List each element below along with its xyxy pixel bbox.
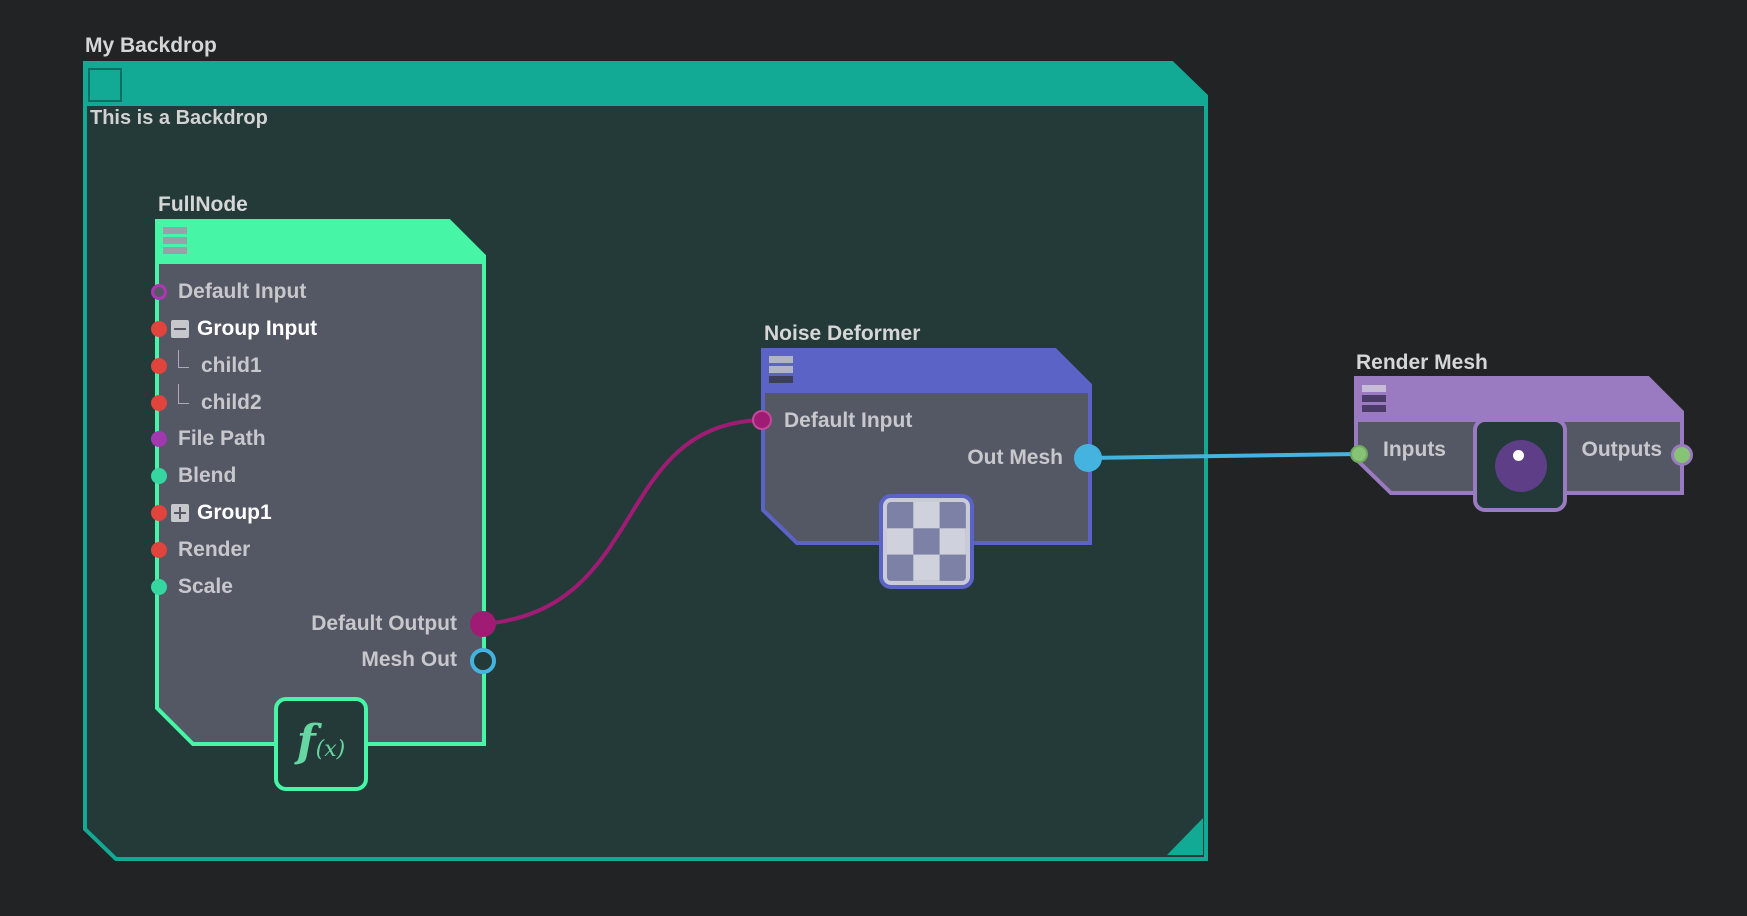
backdrop-comment: This is a Backdrop bbox=[90, 107, 268, 129]
wire-fullnode-to-noise bbox=[482, 418, 763, 626]
wire-noise-to-render bbox=[1087, 452, 1359, 460]
backdrop-collapse-toggle[interactable] bbox=[88, 68, 122, 102]
backdrop-title: My Backdrop bbox=[85, 34, 217, 57]
